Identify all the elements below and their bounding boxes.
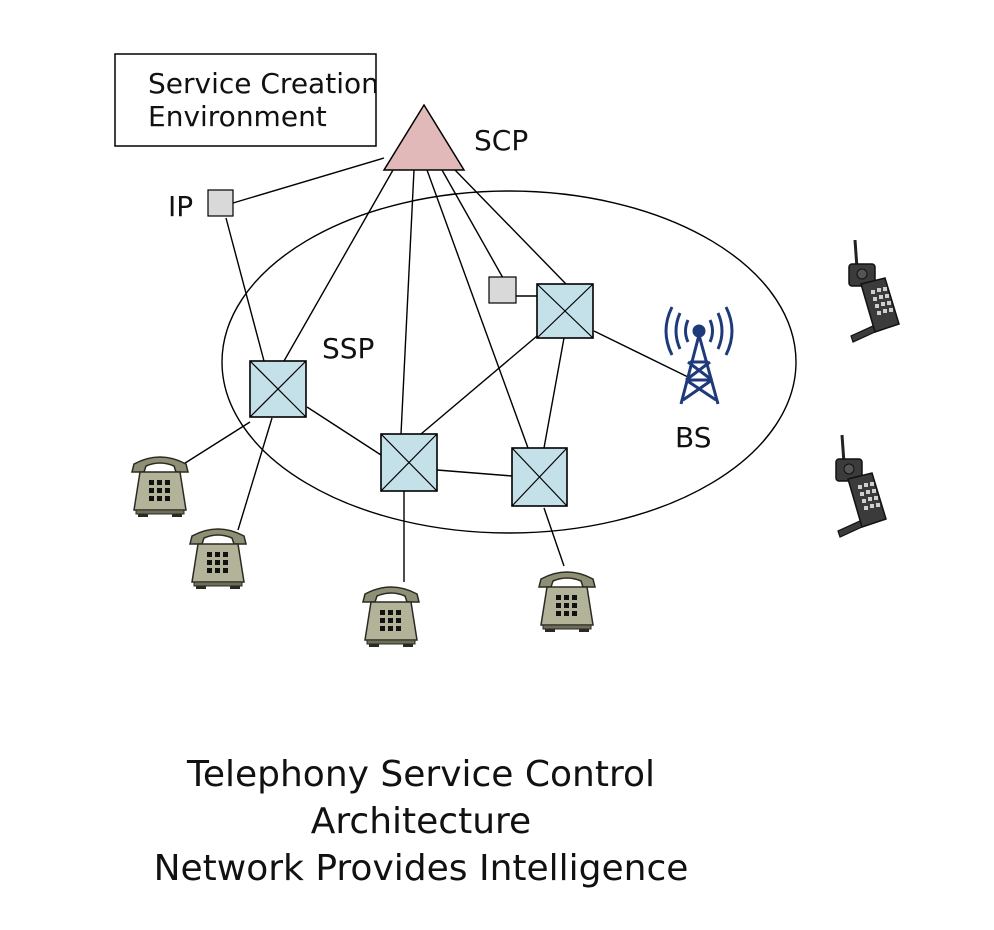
ip-square-icon — [207, 189, 234, 217]
cell-tower-icon — [664, 306, 734, 405]
desk-phone-icon — [538, 571, 596, 633]
ip-label: IP — [168, 190, 193, 223]
link-ssp-mid-right — [436, 469, 513, 477]
desk-phone-icon — [362, 586, 420, 648]
ssp-switch-right — [511, 447, 568, 507]
desk-phone-icon — [189, 528, 247, 590]
caption-line3: Network Provides Intelligence — [154, 848, 689, 889]
link-ssp-top-right — [543, 337, 565, 449]
link-scp-ip — [232, 157, 385, 204]
link-ssp-mid-top — [420, 335, 538, 435]
ssp-switch-left — [249, 360, 307, 418]
ip-square-small-icon — [488, 276, 517, 304]
connections — [181, 157, 691, 582]
scp-label: SCP — [474, 124, 528, 157]
link-scp-ssp-right — [426, 169, 529, 449]
mobile-phone-icon — [847, 238, 901, 344]
link-ssp-left-phone1 — [181, 421, 251, 466]
ssp-label: SSP — [322, 332, 374, 365]
link-scp-ip-small — [441, 169, 504, 279]
ssp-switch-mid — [380, 433, 438, 492]
link-ssp-left-phone2 — [237, 417, 273, 531]
link-scp-ssp-top — [454, 169, 567, 285]
mobile-phone-icon — [834, 433, 888, 539]
caption-line1: Telephony Service Control — [186, 754, 655, 795]
desk-phone-icon — [131, 456, 189, 518]
network-boundary — [221, 190, 797, 534]
link-ssp-right-phone4 — [543, 507, 565, 567]
bs-label: BS — [675, 421, 712, 454]
scp-triangle-icon — [382, 103, 466, 171]
link-ip-ssp-left — [225, 217, 265, 362]
sce-line1: Service Creation — [148, 67, 379, 100]
link-scp-ssp-left — [283, 169, 394, 362]
link-scp-ssp-mid — [400, 169, 415, 435]
service-creation-environment-box: Service Creation Environment — [114, 53, 379, 147]
ssp-switch-top — [536, 283, 594, 339]
caption-line2: Architecture — [311, 801, 531, 842]
sce-line2: Environment — [148, 100, 327, 133]
link-ssp-left-mid — [306, 406, 382, 456]
link-ssp-top-bs — [593, 330, 691, 379]
